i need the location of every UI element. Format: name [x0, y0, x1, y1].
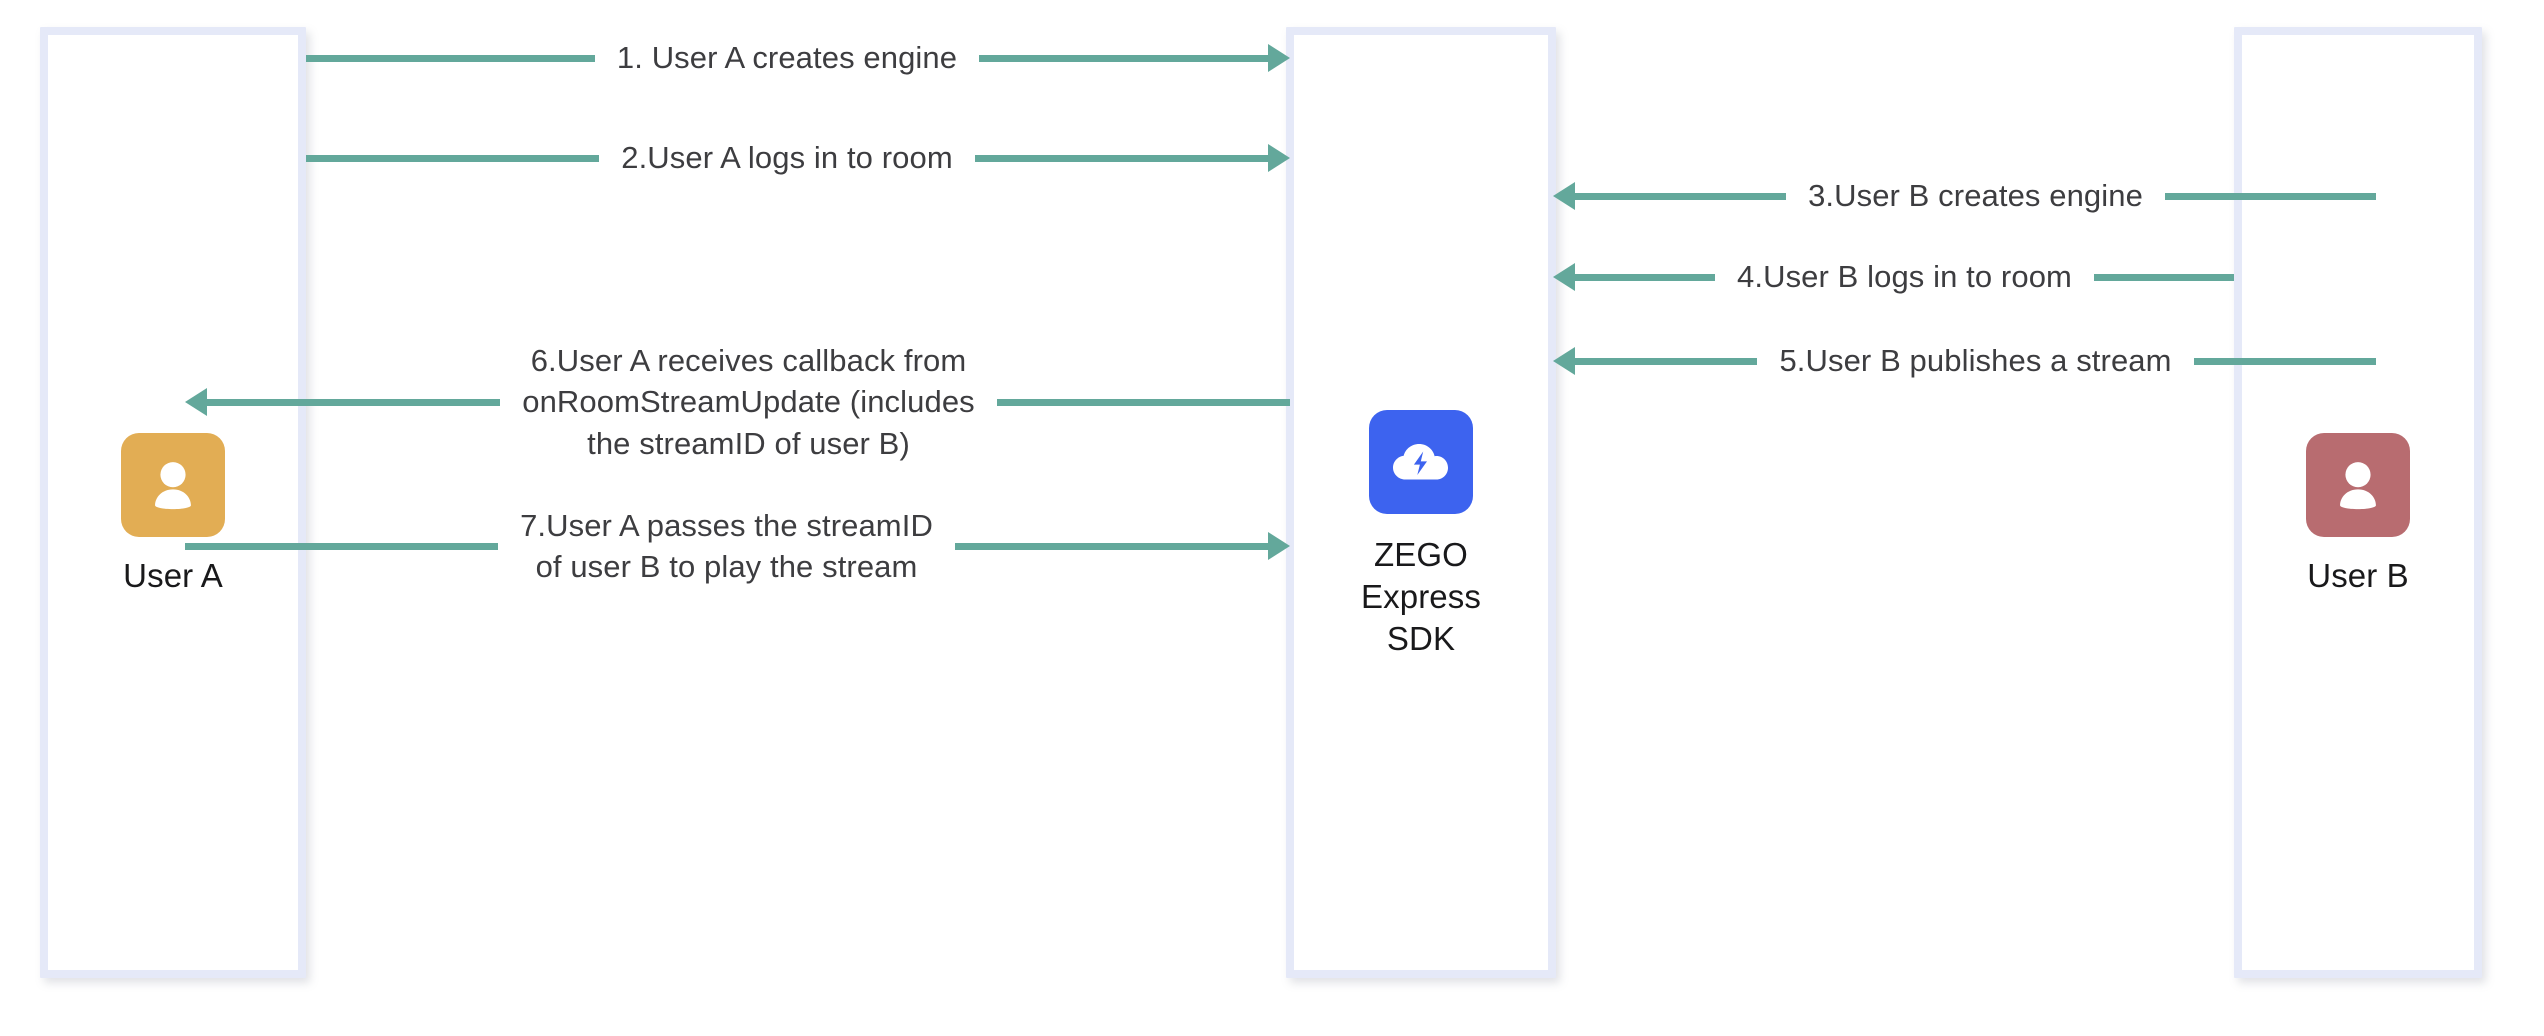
message-label-1: 1. User A creates engine	[616, 40, 958, 76]
arrow-line	[2164, 192, 2376, 200]
lifeline-zego-express-sdk: ZEGO Express SDK	[1286, 27, 1556, 978]
arrow-line	[306, 154, 600, 162]
arrow-line	[207, 398, 501, 406]
user-avatar-icon	[2306, 433, 2410, 537]
arrow-line	[2093, 273, 2234, 281]
message-label-3: 3.User B creates engine	[1808, 178, 2143, 214]
message-label-6: 6.User A receives callback from onRoomSt…	[522, 343, 975, 461]
arrowhead-right-icon	[1268, 144, 1291, 172]
user-avatar-icon	[121, 433, 225, 537]
arrow-line	[996, 398, 1290, 406]
arrow-line	[1575, 192, 1787, 200]
arrowhead-left-icon	[185, 388, 207, 416]
arrowhead-right-icon	[1268, 532, 1290, 560]
actor-label-user-b: User B	[2307, 557, 2409, 594]
actor-zego-express-sdk: ZEGO Express SDK	[1294, 410, 1548, 661]
arrow-line	[306, 54, 595, 62]
message-label-5: 5.User B publishes a stream	[1779, 343, 2172, 379]
lifeline-user-a: User A	[40, 27, 306, 978]
arrow-line	[1575, 273, 1716, 281]
actor-label-user-a: User A	[123, 557, 223, 594]
arrow-line	[2193, 357, 2376, 365]
zego-cloud-lightning-icon	[1369, 410, 1473, 514]
arrow-line	[979, 54, 1269, 62]
arrowhead-left-icon	[1553, 263, 1575, 291]
message-label-4: 4.User B logs in to room	[1737, 259, 2072, 295]
arrowhead-right-icon	[1268, 44, 1291, 72]
actor-user-a: User A	[48, 433, 298, 596]
actor-label-zego-express-sdk: ZEGO Express SDK	[1361, 536, 1481, 658]
message-label-7: 7.User A passes the streamID of user B t…	[520, 507, 933, 584]
arrow-line	[185, 542, 499, 550]
arrow-line	[1575, 357, 1758, 365]
actor-user-b: User B	[2242, 433, 2474, 596]
lifeline-user-b: User B	[2234, 27, 2482, 978]
arrow-line	[974, 154, 1269, 162]
arrowhead-left-icon	[1553, 182, 1575, 210]
arrow-line	[954, 542, 1268, 550]
arrowhead-left-icon	[1553, 347, 1575, 375]
message-label-2: 2.User A logs in to room	[621, 140, 953, 176]
